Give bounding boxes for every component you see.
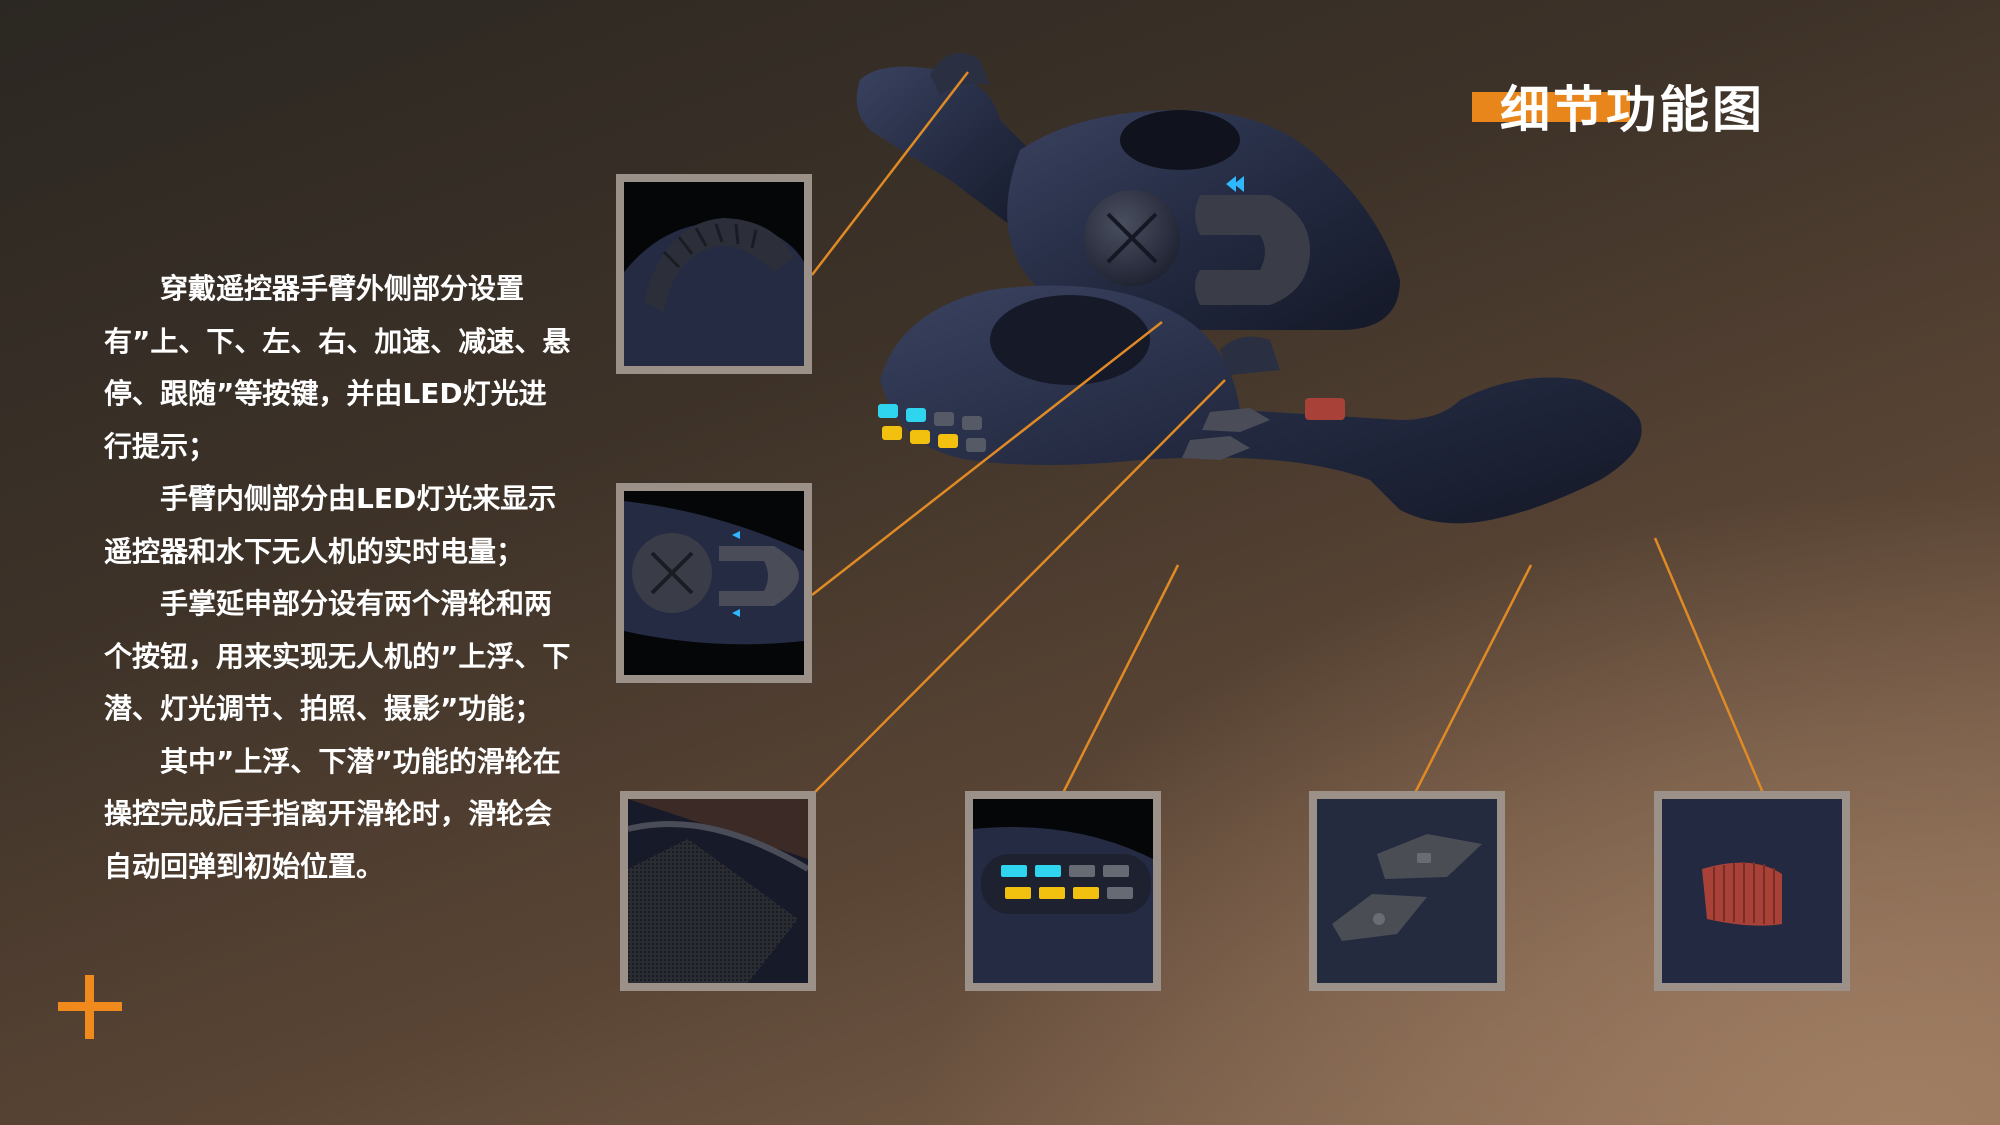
plus-icon xyxy=(58,975,122,1039)
description-paragraph-3: 手掌延申部分设有两个滑轮和两个按钮，用来实现无人机的”上浮、下潜、灯光调节、拍照… xyxy=(104,587,571,725)
title-accent-bar xyxy=(1472,92,1630,122)
description-block: 穿戴遥控器手臂外侧部分设置有”上、下、左、右、加速、减速、悬停、跟随”等按键，并… xyxy=(104,263,574,893)
description-paragraph-4: 其中”上浮、下潜”功能的滑轮在操控完成后手指离开滑轮时，滑轮会自动回弹到初始位置… xyxy=(104,744,561,883)
plus-icon-vertical xyxy=(85,975,94,1039)
direction-buttons xyxy=(1195,195,1310,305)
arm-opening xyxy=(1120,110,1240,170)
detail-arm-buttons xyxy=(616,483,812,683)
remote-controller-render xyxy=(856,52,1642,524)
description-paragraph-1: 穿戴遥控器手臂外侧部分设置有”上、下、左、右、加速、减速、悬停、跟随”等按键，并… xyxy=(104,272,571,463)
detail-scroll-wheel xyxy=(616,174,812,374)
page-title: 细节功能图 xyxy=(1470,68,1830,139)
detail-palm-buttons xyxy=(1309,791,1505,991)
red-scroll-wheel xyxy=(1305,398,1345,420)
detail-speaker-grille xyxy=(620,791,816,991)
detail-red-wheel xyxy=(1654,791,1850,991)
detail-led-indicators xyxy=(965,791,1161,991)
page-title-text: 细节功能图 xyxy=(1500,81,1765,139)
description-paragraph-2: 手臂内侧部分由LED灯光来显示遥控器和水下无人机的实时电量； xyxy=(104,482,557,568)
